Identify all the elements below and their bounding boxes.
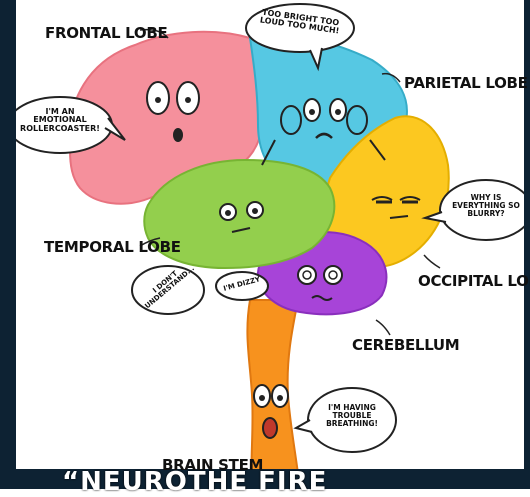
cerebellum-label: CEREBELLUM — [352, 336, 459, 354]
occipital-lobe-label: OCCIPITAL LOBE — [418, 272, 530, 290]
frontal-lobe-label: FRONTAL LOBE — [45, 24, 167, 42]
parietal-lobe-label: PARIETAL LOBE — [404, 74, 528, 92]
temporal-lobe-label: TEMPORAL LOBE — [44, 238, 181, 256]
caption-text: “NEUROTHE FIRE — [62, 467, 327, 497]
left-frame — [0, 0, 16, 489]
